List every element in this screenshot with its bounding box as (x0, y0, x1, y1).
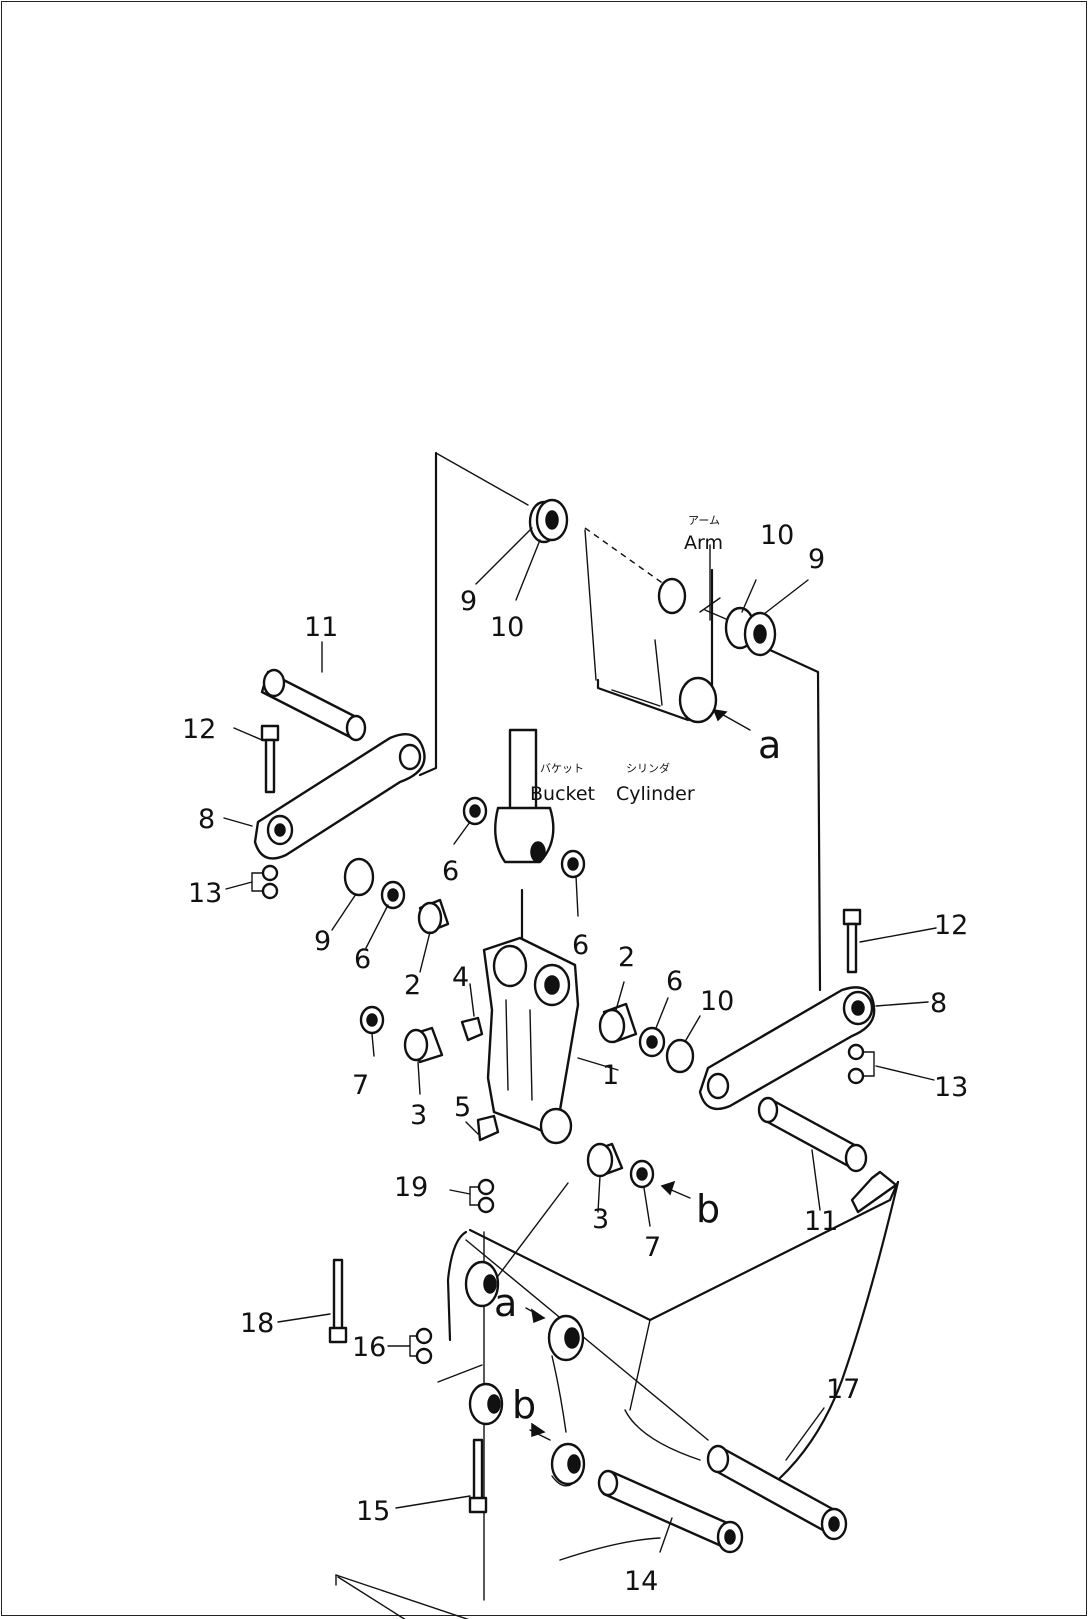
part-number: 9 (808, 544, 825, 575)
pin-17 (706, 1444, 848, 1541)
part-number: 4 (452, 962, 469, 993)
part-number: 3 (410, 1100, 427, 1131)
part-number: 12 (182, 714, 216, 745)
part-number: 7 (644, 1232, 661, 1263)
bolt-12-right (842, 908, 862, 974)
part-number: 7 (352, 1070, 369, 1101)
bolt-15 (468, 1438, 488, 1514)
bucket-cylinder-rod (494, 728, 555, 864)
nuts-19 (469, 1178, 495, 1214)
part-number: 10 (490, 612, 524, 643)
part-number: 9 (314, 926, 331, 957)
part-number: 17 (826, 1374, 860, 1405)
part-number: 18 (240, 1308, 274, 1339)
component-labels: アーム Arm バケット Bucket シリンダ Cylinder (530, 514, 723, 805)
part-number: 11 (304, 612, 338, 643)
bolt-12-left (260, 724, 280, 794)
nuts-13-left (251, 864, 279, 900)
reference-letters: a a b b (494, 723, 781, 1427)
ref-letter-b: b (512, 1383, 536, 1427)
part-number: 6 (354, 944, 371, 975)
part-number: 10 (700, 986, 734, 1017)
bucket-label-jp: バケット (540, 762, 584, 775)
bushings-left (343, 796, 586, 1064)
arm-label: Arm (684, 532, 723, 554)
part-number: 8 (198, 804, 215, 835)
part-number: 10 (760, 520, 794, 551)
bolt-18 (328, 1258, 348, 1344)
part-number: 14 (624, 1566, 658, 1597)
h-link-1 (460, 936, 580, 1145)
part-number: 11 (804, 1206, 838, 1237)
leader-lines (223, 527, 937, 1553)
cylinder-label-jp: シリンダ (626, 761, 670, 775)
part-number: 1 (602, 1060, 619, 1091)
part-number: 15 (356, 1496, 390, 1527)
part-number: 9 (460, 586, 477, 617)
part-number: 13 (934, 1072, 968, 1103)
part-number: 16 (352, 1332, 386, 1363)
pin-14 (597, 1469, 744, 1554)
part-number: 5 (454, 1092, 471, 1123)
part-number: 8 (930, 988, 947, 1019)
part-number: 12 (934, 910, 968, 941)
part-number: 2 (404, 970, 421, 1001)
part-number: 3 (592, 1204, 609, 1235)
ref-letter-a: a (494, 1281, 517, 1325)
ref-letter-a: a (758, 723, 781, 767)
part-number: 2 (618, 942, 635, 973)
part-number: 13 (188, 878, 222, 909)
link-8-right (698, 986, 876, 1111)
part-number: 6 (572, 930, 589, 961)
arm-label-jp: アーム (688, 514, 720, 527)
part-number: 6 (442, 856, 459, 887)
nuts-16 (409, 1327, 433, 1365)
arrowheads (530, 709, 728, 1438)
part-number: 6 (666, 966, 683, 997)
link-8-left (253, 733, 426, 860)
nuts-13-right (847, 1043, 875, 1085)
bucket-body (446, 1170, 900, 1561)
part-number-labels: 1 2 2 3 3 4 5 6 6 6 6 7 7 8 8 9 9 9 10 1… (182, 520, 968, 1597)
part-number: 19 (394, 1172, 428, 1203)
washer-group-top (528, 498, 569, 544)
cylinder-label: Cylinder (616, 783, 695, 805)
arm-body (596, 568, 721, 724)
bushings-right (586, 1002, 695, 1189)
washer-group-right (724, 606, 777, 657)
pin-11-right (757, 1096, 868, 1173)
bucket-bosses (464, 1260, 586, 1487)
pin-11-left (260, 668, 367, 742)
ref-letter-b: b (696, 1187, 720, 1231)
bucket-label: Bucket (530, 783, 595, 805)
